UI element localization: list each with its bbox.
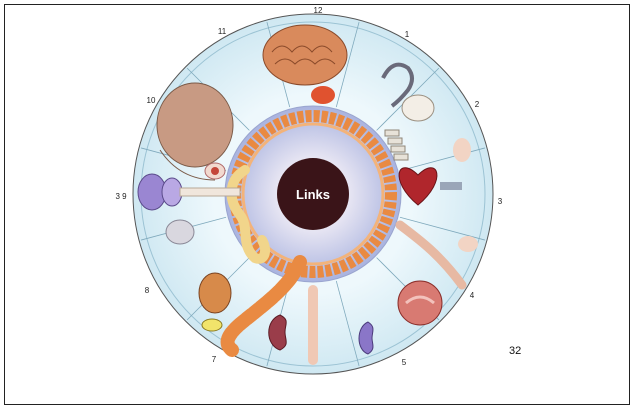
clock-number-4: 4 [470, 291, 475, 300]
face-icon [205, 163, 225, 179]
clock-number-7: 7 [212, 355, 217, 364]
clock-number-11: 11 [218, 27, 227, 36]
clock-number-5: 5 [402, 358, 407, 367]
clock-number-8: 8 [145, 286, 150, 295]
clock-number-3: 3 [498, 197, 503, 206]
clock-number-1: 1 [405, 30, 410, 39]
clock-number-9: 3 9 [115, 192, 127, 201]
center-label: Links [296, 187, 330, 202]
page-number: 32 [509, 345, 521, 357]
clock-number-2: 2 [475, 100, 480, 109]
clock-number-12: 12 [314, 6, 323, 15]
ovary-icon [398, 281, 442, 325]
clock-number-10: 10 [147, 96, 156, 105]
